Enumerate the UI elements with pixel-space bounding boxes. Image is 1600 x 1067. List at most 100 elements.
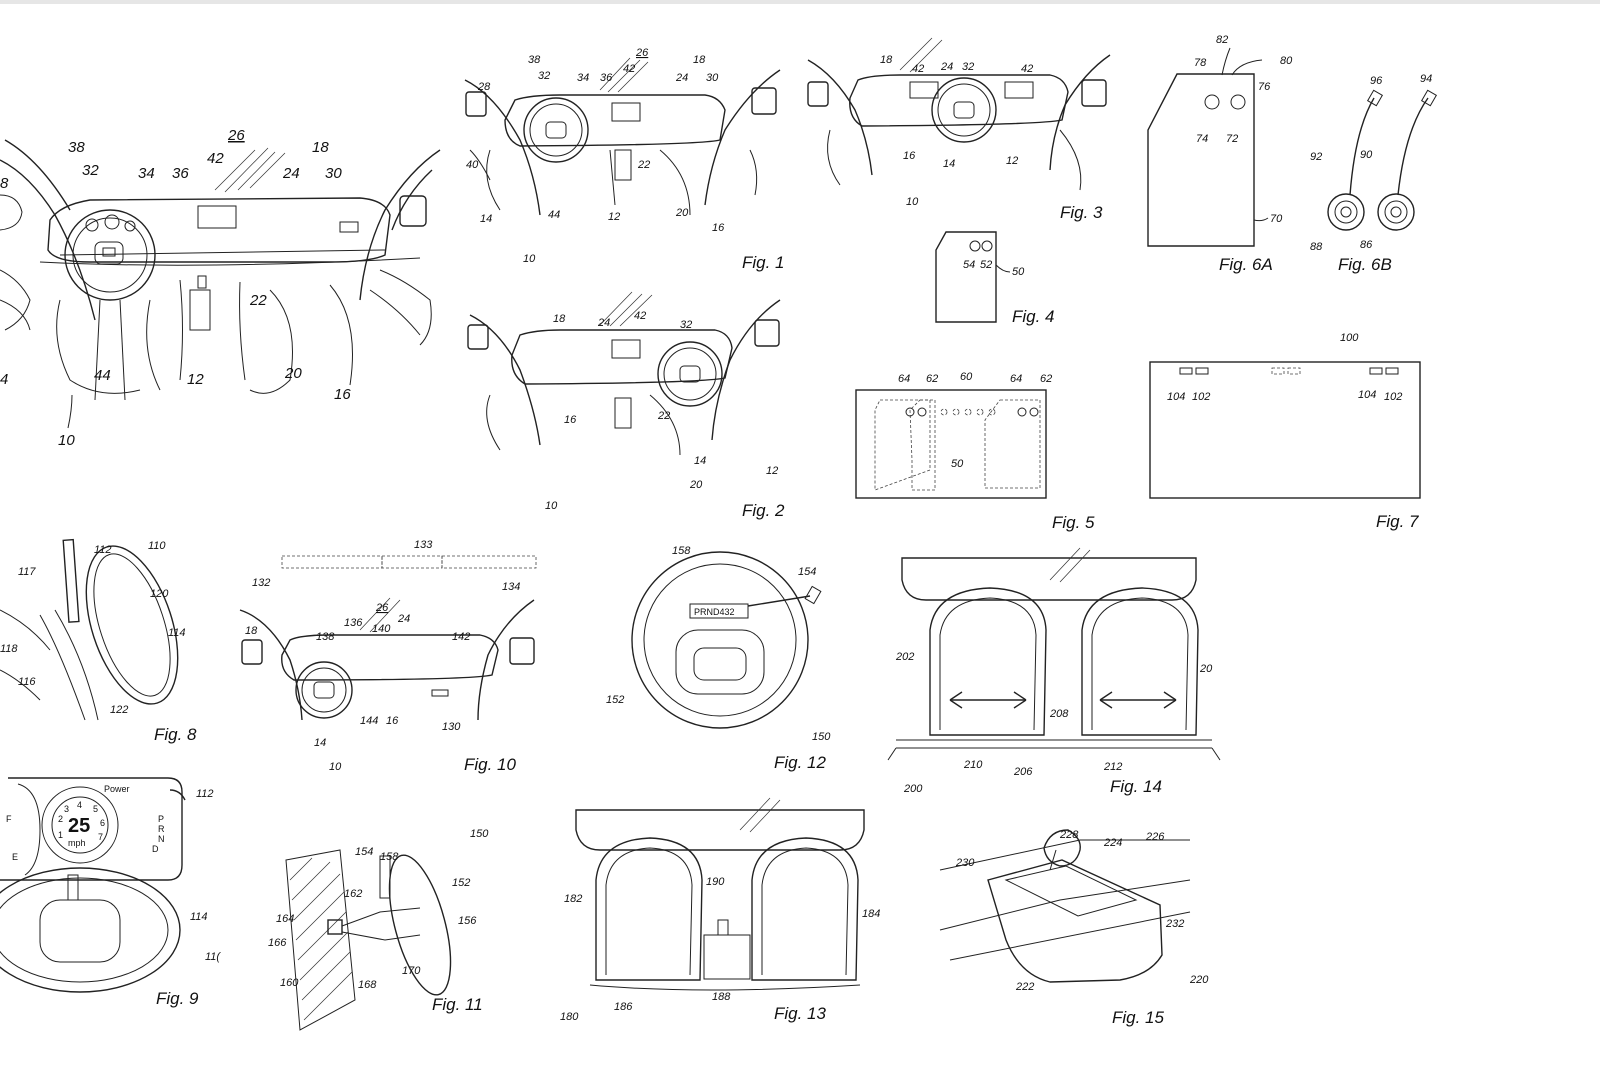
ref-label: 150	[470, 828, 489, 840]
ref-label: 230	[955, 857, 975, 869]
ref-label: 32	[82, 162, 99, 179]
ref-label: 20	[689, 479, 703, 491]
ref-label: 22	[249, 292, 267, 309]
ref-label: 212	[1103, 761, 1122, 773]
ref-label: 30	[706, 72, 719, 84]
figure-3: 18 42 24 32 42 16 14 12 10 Fig. 3	[807, 37, 1111, 222]
figure-10: 133 132 134 136 26 24 18 138 140 142 144…	[239, 539, 537, 774]
ref-label: 154	[355, 846, 373, 858]
ref-label: 104	[1167, 391, 1185, 403]
ref-label: 144	[360, 715, 378, 727]
ref-label: 34	[577, 72, 589, 84]
ref-label: 12	[1006, 155, 1018, 167]
ref-label: 10	[523, 253, 536, 265]
ref-label: 100	[1340, 332, 1359, 344]
ref-label: 206	[1013, 766, 1033, 778]
figure-4: 54 52 50 Fig. 4	[935, 231, 1055, 326]
ref-label: 70	[1270, 213, 1283, 225]
figure-8: 112 110 117 120 114 118 116 122 Fig. 8	[0, 538, 197, 744]
ref-label: 142	[452, 631, 470, 643]
figure-7: 100 104 102 104 102 Fig. 7	[1149, 332, 1421, 531]
ref-label: 26	[375, 602, 389, 614]
ref-label: 8	[0, 175, 9, 192]
ref-label: 166	[268, 937, 287, 949]
gear-indicator: P	[158, 814, 164, 824]
ref-label: 152	[606, 694, 624, 706]
ref-label: 24	[282, 165, 300, 182]
ref-label: 154	[798, 566, 816, 578]
figure-label: Fig. 7	[1376, 512, 1419, 531]
ref-label: 118	[0, 643, 18, 655]
figure-label: Fig. 14	[1110, 777, 1162, 796]
ref-label: 10	[906, 196, 919, 208]
ref-label: 168	[358, 979, 377, 991]
ref-label: 140	[372, 623, 391, 635]
ref-label: 18	[693, 54, 706, 66]
ref-label: 202	[895, 651, 914, 663]
ref-label: 182	[564, 893, 582, 905]
ref-label: 24	[940, 61, 953, 73]
ref-label: 96	[1370, 75, 1383, 87]
ref-label: 162	[344, 888, 362, 900]
ref-label: 42	[1021, 63, 1033, 75]
power-label: Power	[104, 784, 130, 794]
ref-label: 38	[528, 54, 541, 66]
ref-label: 88	[1310, 241, 1323, 253]
ref-label: 76	[1258, 81, 1271, 93]
ref-label: 28	[477, 81, 491, 93]
ref-label: 224	[1103, 837, 1122, 849]
ref-label: 160	[280, 977, 299, 989]
ref-label: 80	[1280, 55, 1293, 67]
ref-label: 36	[600, 72, 613, 84]
ref-label: 42	[207, 150, 224, 167]
ref-label: 50	[1012, 266, 1025, 278]
ref-label: 38	[68, 139, 85, 156]
ref-label: 11(	[205, 951, 221, 963]
ref-label: 44	[548, 209, 560, 221]
ref-label: 54	[963, 259, 975, 271]
ref-label: 12	[187, 371, 204, 388]
ref-label: 10	[58, 432, 75, 449]
ref-label: 42	[634, 310, 646, 322]
ref-label: 170	[402, 965, 421, 977]
gear-indicator: D	[152, 844, 159, 854]
figure-label: Fig. 1	[742, 253, 785, 272]
figure-2: 18 24 42 32 16 22 14 12 20 10 Fig. 2	[467, 291, 785, 520]
ref-label: 16	[712, 222, 725, 234]
figure-1: 38 26 32 34 36 42 18 24 28 30 40 22 14 4…	[464, 47, 785, 272]
ref-label: 16	[564, 414, 577, 426]
ref-label: 14	[943, 158, 955, 170]
ref-label: 82	[1216, 34, 1228, 46]
ref-label: 200	[903, 783, 923, 795]
ref-label: 44	[94, 367, 111, 384]
gauge-tick: 1	[58, 830, 63, 840]
ref-label: 114	[190, 911, 208, 923]
ref-label: 52	[980, 259, 992, 271]
ref-label: 222	[1015, 981, 1034, 993]
gauge-tick: 3	[64, 804, 69, 814]
ref-label: 62	[1040, 373, 1052, 385]
ref-label: 42	[912, 63, 924, 75]
ref-label: 20	[284, 365, 302, 382]
figure-label: Fig. 6A	[1219, 255, 1273, 274]
ref-label: 64	[898, 373, 910, 385]
figure-15: 228 224 226 230 232 222 220 Fig. 15	[939, 829, 1209, 1027]
ref-label: 110	[148, 540, 166, 552]
ref-label: 22	[637, 159, 650, 171]
ref-label: 132	[252, 577, 270, 589]
ref-label: 116	[18, 676, 36, 688]
ref-label: 122	[110, 704, 128, 716]
ref-label: 30	[325, 165, 342, 182]
gauge-tick: 5	[93, 804, 98, 814]
ref-label: 94	[1420, 73, 1432, 85]
ref-label: 186	[614, 1001, 633, 1013]
figure-13: 182 190 184 186 188 180 Fig. 13	[560, 797, 880, 1023]
ref-label: 138	[316, 631, 335, 643]
ref-label: 14	[694, 455, 706, 467]
gear-indicator: R	[158, 824, 165, 834]
figure-label: Fig. 13	[774, 1004, 827, 1023]
ref-label: 12	[608, 211, 620, 223]
ref-label: 104	[1358, 389, 1376, 401]
ref-label: 26	[635, 47, 649, 59]
